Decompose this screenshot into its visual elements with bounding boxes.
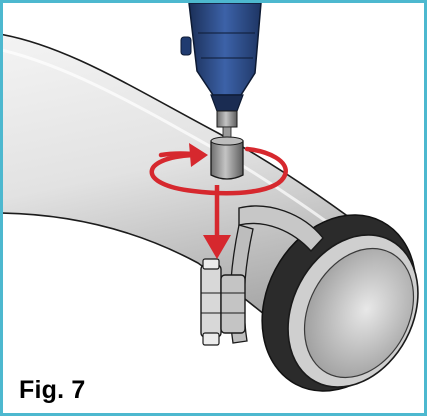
drill-nose (210, 94, 244, 112)
drill-body (188, 3, 262, 96)
clamp-bolt (200, 258, 246, 346)
figure-caption: Fig. 7 (19, 376, 86, 404)
down-arrow-icon (203, 185, 231, 259)
power-drill (180, 3, 262, 180)
circular-arrow-icon (149, 143, 288, 196)
drill-side-switch (180, 36, 192, 56)
drill-chuck (216, 110, 238, 128)
pipe-assembly-illustration (3, 3, 419, 392)
socket-tool (210, 140, 244, 180)
clamp-band (238, 205, 324, 253)
pipe-end-bore (303, 247, 415, 379)
